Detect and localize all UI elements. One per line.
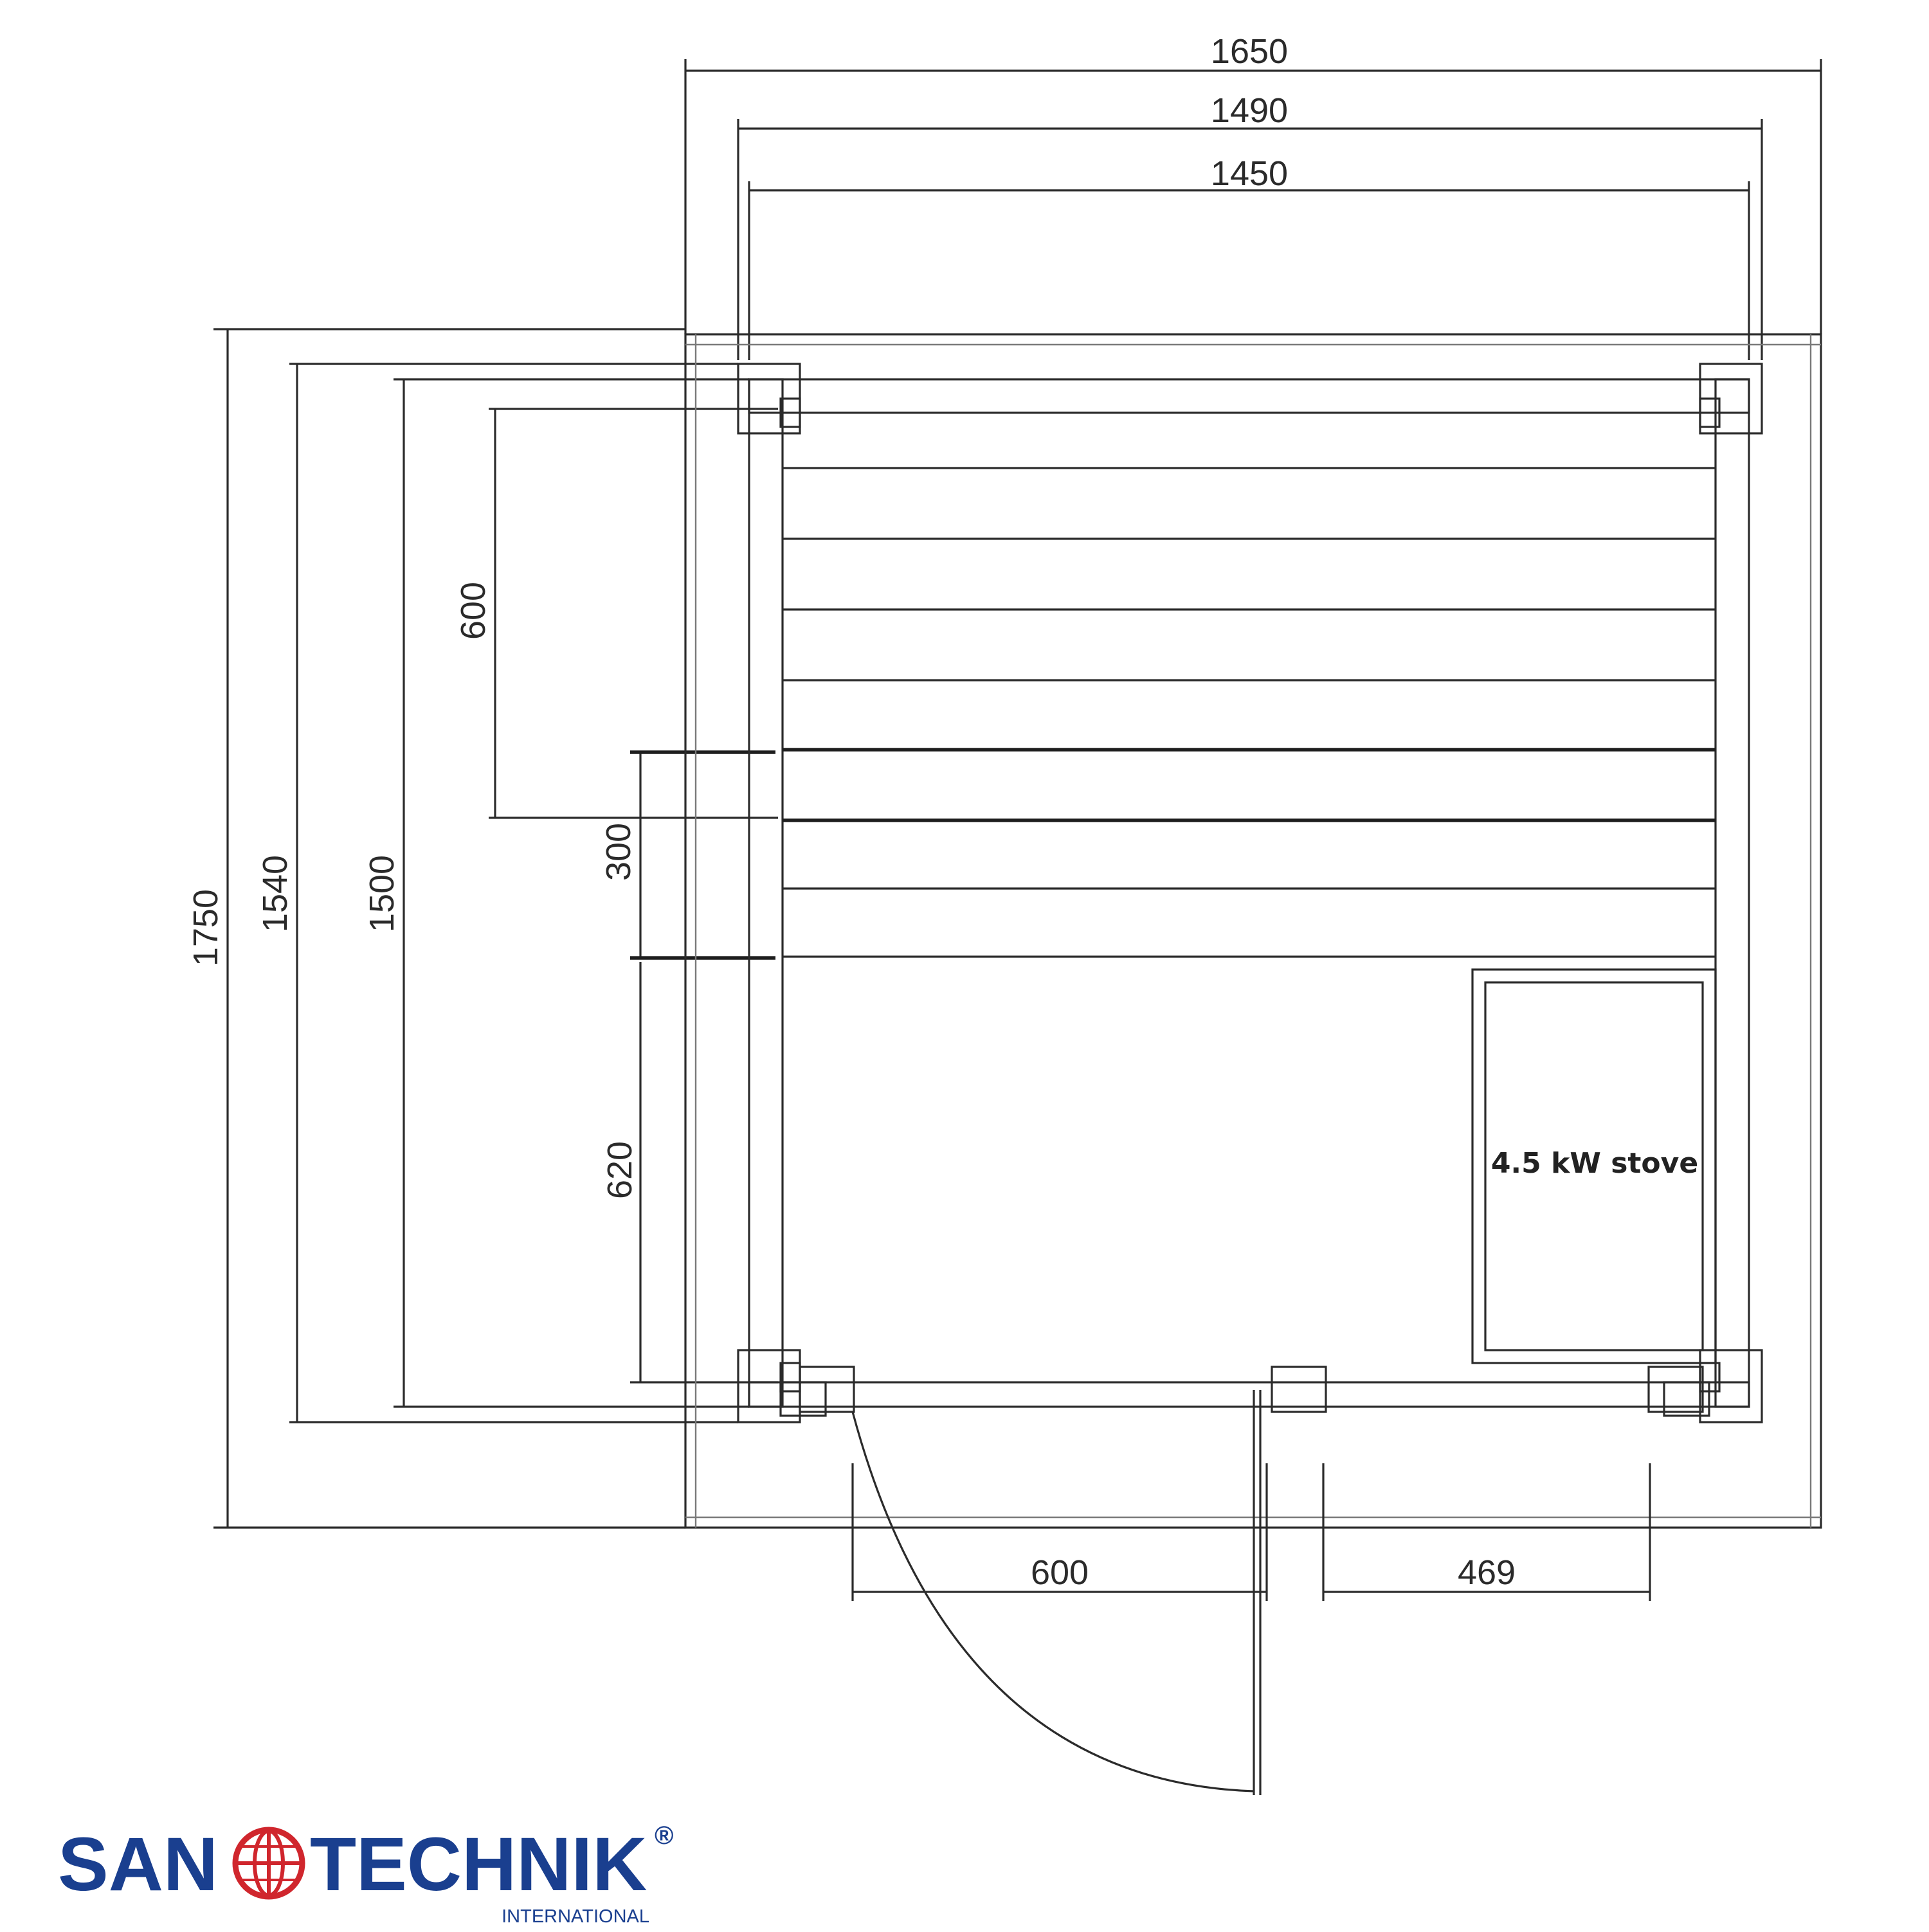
base-outline (684, 333, 1822, 1529)
dim-label-upper-bench: 600 (454, 582, 493, 640)
sauna-footprint: 4.5 kW stove (684, 333, 1822, 1795)
door-frame-side-block (1647, 1366, 1704, 1413)
dim-label-outer-width: 1650 (1211, 32, 1288, 71)
dim-label-frame-depth: 1540 (256, 855, 294, 932)
dim-label-door-opening: 600 (1031, 1553, 1089, 1592)
globe-icon (232, 1827, 305, 1900)
dim-label-inner-width: 1450 (1211, 154, 1288, 193)
stove-outer (1471, 968, 1717, 1364)
stove-inner (1484, 981, 1704, 1351)
front-wall (748, 1381, 1750, 1408)
door-swing-arc (851, 1411, 1254, 1792)
corner-post (737, 1349, 801, 1423)
bottom-dimensions: 600 469 (851, 1463, 1651, 1601)
sanotechnik-logo: SAN TECHNIK ® INTERNATIONAL (58, 1821, 673, 1927)
depth-dimensions: 1750 1540 1500 600 300 620 (186, 328, 778, 1529)
right-wall (1714, 378, 1750, 1408)
left-wall (748, 378, 784, 1408)
corner-post-inner (779, 397, 801, 428)
logo-registered-mark: ® (655, 1821, 673, 1850)
stove-label: 4.5 kW stove (1491, 1147, 1698, 1180)
dim-label-lower-bench: 300 (599, 823, 638, 881)
door-frame-hinge-block (799, 1366, 855, 1413)
dim-label-frame-width: 1490 (1211, 91, 1288, 130)
corner-post-inner (1699, 397, 1721, 428)
door-frame-latch-block (1271, 1366, 1327, 1413)
dim-label-floor-gap: 620 (601, 1141, 639, 1199)
logo-text-technik: TECHNIK (310, 1822, 647, 1907)
dim-label-outer-depth: 1750 (186, 889, 225, 966)
logo-subtitle: INTERNATIONAL (502, 1906, 649, 1927)
logo-text-san: SAN (58, 1822, 218, 1907)
width-dimensions: 1650 1490 1450 (684, 32, 1822, 360)
dim-label-side-panel: 469 (1458, 1553, 1516, 1592)
door-frame-jamb (779, 1381, 827, 1417)
dim-label-inner-depth: 1500 (363, 855, 401, 932)
door-frame-jamb (1663, 1381, 1710, 1417)
back-wall (748, 378, 1750, 414)
